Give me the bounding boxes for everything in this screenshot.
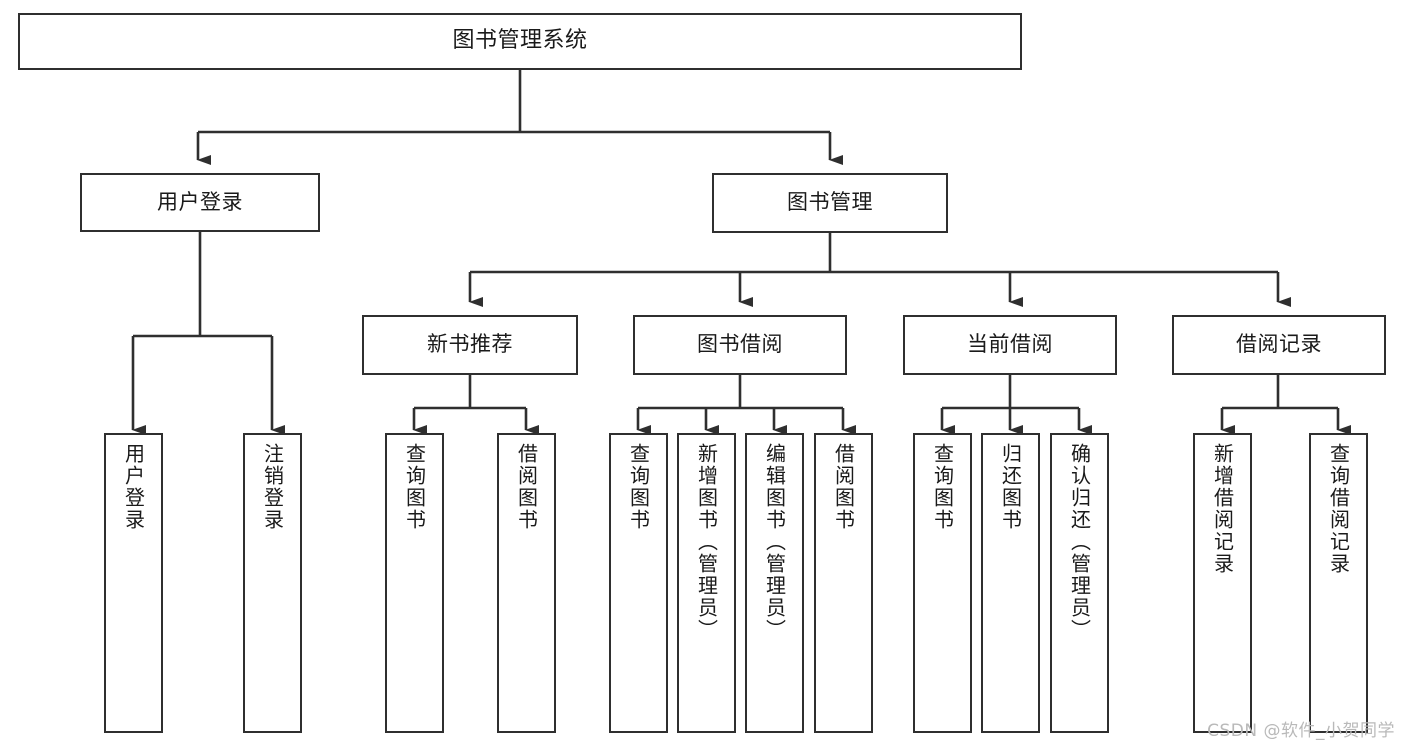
node-label: 查询图书 [930,443,955,531]
leaf-edit-book-admin[interactable]: 编辑图书（管理员） [745,433,804,733]
leaf-add-borrow-record[interactable]: 新增借阅记录 [1193,433,1252,733]
node-label: 当前借阅 [967,332,1053,357]
node-label: 图书管理 [787,190,873,215]
leaf-query-book-current[interactable]: 查询图书 [913,433,972,733]
node-label: 注销登录 [260,443,285,531]
node-label: 归还图书 [998,443,1023,531]
node-root-book-management-system[interactable]: 图书管理系统 [18,13,1022,70]
node-label: 用户登录 [157,189,243,214]
node-label: 编辑图书（管理员） [762,443,787,641]
node-label: 新增借阅记录 [1210,443,1235,575]
leaf-query-book-new-book[interactable]: 查询图书 [385,433,444,733]
node-label: 用户登录 [121,443,146,531]
node-book-borrow[interactable]: 图书借阅 [633,315,847,375]
csdn-watermark: CSDN @软件_小贺同学 [1207,721,1395,741]
node-book-management[interactable]: 图书管理 [712,173,948,233]
node-label: 查询图书 [402,443,427,531]
node-label: 借阅图书 [831,443,856,531]
node-label: 图书管理系统 [452,28,588,54]
node-new-book-recommendation[interactable]: 新书推荐 [362,315,578,375]
node-label: 图书借阅 [697,332,783,357]
node-borrow-record[interactable]: 借阅记录 [1172,315,1386,375]
node-current-borrow[interactable]: 当前借阅 [903,315,1117,375]
node-user-login[interactable]: 用户登录 [80,173,320,232]
leaf-query-book-borrow[interactable]: 查询图书 [609,433,668,733]
node-label: 查询借阅记录 [1326,443,1351,575]
leaf-add-book-admin[interactable]: 新增图书（管理员） [677,433,736,733]
node-label: 新增图书（管理员） [694,443,719,641]
node-label: 查询图书 [626,443,651,531]
leaf-return-book[interactable]: 归还图书 [981,433,1040,733]
leaf-user-login[interactable]: 用户登录 [104,433,163,733]
leaf-borrow-book-new-book[interactable]: 借阅图书 [497,433,556,733]
node-label: 借阅记录 [1236,332,1322,357]
leaf-logout-login[interactable]: 注销登录 [243,433,302,733]
node-label: 新书推荐 [427,332,513,357]
leaf-query-borrow-record[interactable]: 查询借阅记录 [1309,433,1368,733]
node-label: 借阅图书 [514,443,539,531]
leaf-confirm-return-admin[interactable]: 确认归还（管理员） [1050,433,1109,733]
node-label: 确认归还（管理员） [1067,443,1092,641]
leaf-borrow-book-borrow[interactable]: 借阅图书 [814,433,873,733]
